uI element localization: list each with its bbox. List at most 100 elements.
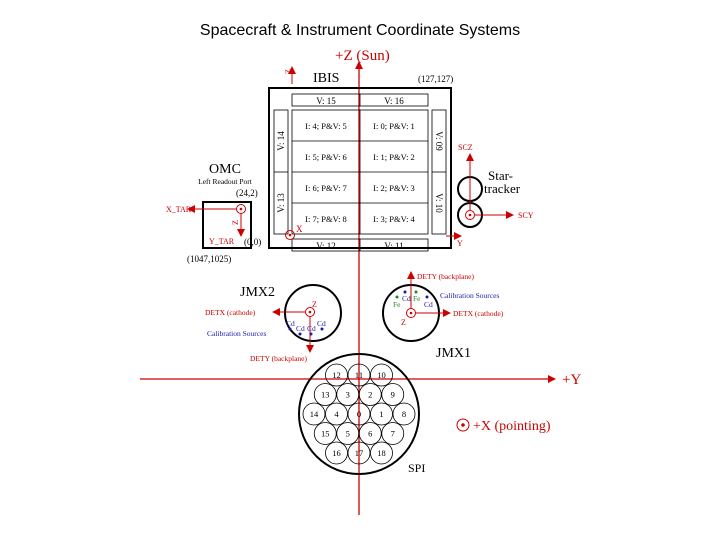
jmx1-z-label: Z <box>401 318 406 327</box>
ibis-bottom-cell: V: 12 <box>316 241 336 251</box>
spi-detector-cell <box>347 402 371 426</box>
spi-detector-label: 7 <box>391 428 395 438</box>
jmx1-source-label: Fe <box>413 294 421 303</box>
spi-name: SPI <box>408 461 425 475</box>
spi-detector-label: 18 <box>377 448 386 458</box>
omc-z-label: Z <box>231 220 240 225</box>
spi-detector-cell <box>313 383 337 406</box>
ibis-grid-cell: I: 7; P&V: 8 <box>305 214 347 224</box>
spi-detector <box>298 353 420 475</box>
spi-detector-label: 2 <box>368 390 372 400</box>
jmx2-source-label: Cd <box>286 319 295 328</box>
jmx2-source-dots <box>288 327 324 336</box>
star-tracker-scy-label: SCY <box>518 211 534 220</box>
ibis-grid-cell: I: 3; P&V: 4 <box>373 214 415 224</box>
x-pointing-label: +X (pointing) <box>473 419 551 434</box>
ibis-x-label: X <box>296 224 303 234</box>
jmx2-source-label: Cd <box>317 319 326 328</box>
jmx1-source-label: Cd <box>402 294 411 303</box>
jmx1-source-label: Fe <box>393 300 401 309</box>
omc-subtitle: Left Readout Port <box>198 177 253 186</box>
spi-detector-cell <box>302 402 326 426</box>
jmx2-cal-label: Calibration Sources <box>207 329 266 338</box>
ibis-top-cell: V: 15 <box>316 96 336 106</box>
ibis-grid-cell: I: 2; P&V: 3 <box>373 183 415 193</box>
ibis-right-cell: V: 09 <box>434 131 444 151</box>
spi-detector-label: 0 <box>357 409 361 419</box>
ibis-left-cell: V: 13 <box>276 193 286 213</box>
omc-name: OMC <box>209 162 241 177</box>
ibis-name: IBIS <box>313 71 339 86</box>
omc-y-tar-label: Y_TAR <box>209 237 235 246</box>
ibis-grid-cell: I: 1; P&V: 2 <box>373 152 415 162</box>
spi-detector-label: 8 <box>402 409 406 419</box>
ibis-grid-cell: I: 6; P&V: 7 <box>305 183 347 193</box>
ibis-grid-cell: I: 5; P&V: 6 <box>305 152 347 162</box>
spi-detector-cell <box>325 363 348 387</box>
jmx2-name: JMX2 <box>240 285 275 300</box>
spi-detector-cell <box>358 383 382 406</box>
spi-detector-cell <box>347 363 371 387</box>
jmx2-detector <box>284 284 342 342</box>
y-axis-label: +Y <box>562 372 581 388</box>
jmx2-source-label: Cd <box>307 324 316 333</box>
spi-detector-label: 11 <box>355 370 363 380</box>
spi-detector-cell <box>370 441 393 465</box>
spi-detector-cell <box>313 422 337 445</box>
spi-detector-label: 10 <box>377 370 386 380</box>
ibis-bottom-cell: V: 11 <box>384 241 403 251</box>
page-title: Spacecraft & Instrument Coordinate Syste… <box>199 22 521 39</box>
ibis-left-cell: V: 14 <box>276 131 286 151</box>
ibis-corner-bottom-left: (0,0) <box>244 237 261 247</box>
omc-x-tar-label: X_TAR <box>166 205 192 214</box>
spi-detector-label: 5 <box>346 428 350 438</box>
omc-z-icon <box>236 204 246 214</box>
omc-detector <box>202 201 252 249</box>
ibis-grid-cell: I: 0; P&V: 1 <box>373 121 415 131</box>
jmx2-source-label: Cd <box>296 324 305 333</box>
spi-detector-cell <box>336 422 360 445</box>
jmx1-cal-label: Calibration Sources <box>440 291 499 300</box>
spi-detector-label: 6 <box>368 428 372 438</box>
spi-detector-label: 15 <box>321 428 330 438</box>
ibis-z-label: Z <box>284 69 293 74</box>
spi-detector-cell <box>370 402 393 426</box>
spi-detector-cell <box>392 402 416 426</box>
jmx2-detx-label: DETX (cathode) <box>205 308 256 317</box>
spi-detector-label: 14 <box>310 409 319 419</box>
jmx1-source-dots <box>395 290 429 299</box>
jmx2-z-label: Z <box>312 300 317 309</box>
star-tracker-x-icon <box>465 210 475 220</box>
omc-corner-bottom: (1047,1025) <box>187 254 231 264</box>
omc-corner-top: (24,2) <box>236 188 258 198</box>
star-tracker-label: tracker <box>484 181 521 196</box>
jmx2-dety-label: DETY (backplane) <box>250 354 307 363</box>
star-tracker-label: Star- <box>488 168 513 183</box>
spi-detector-label: 16 <box>332 448 341 458</box>
ibis-detector <box>268 87 452 252</box>
jmx1-z-icon <box>406 308 416 318</box>
jmx1-name: JMX1 <box>436 346 471 361</box>
spi-detector-label: 12 <box>332 370 341 380</box>
ibis-corner-top-right: (127,127) <box>418 74 453 84</box>
spi-detector-label: 4 <box>334 409 339 419</box>
spi-detector-cell <box>336 383 360 406</box>
ibis-right-cell: V: 10 <box>434 193 444 213</box>
ibis-grid-cell: I: 4; P&V: 5 <box>305 121 347 131</box>
star-tracker-scz-label: SCZ <box>458 143 473 152</box>
spi-detector-cell <box>358 422 382 445</box>
spi-detector-cell <box>347 441 371 465</box>
spi-detector-label: 9 <box>391 390 395 400</box>
jmx1-dety-label: DETY (backplane) <box>417 272 474 281</box>
spi-detector-label: 1 <box>379 409 383 419</box>
z-sun-label: +Z (Sun) <box>335 48 390 64</box>
x-pointing-icon <box>456 418 470 432</box>
jmx1-detx-label: DETX (cathode) <box>453 309 504 318</box>
ibis-x-icon <box>285 230 295 240</box>
jmx1-source-label: Cd <box>424 300 433 309</box>
spi-detector-cell <box>381 422 405 445</box>
spi-detector-cell <box>325 441 348 465</box>
spi-detector-label: 17 <box>355 448 364 458</box>
